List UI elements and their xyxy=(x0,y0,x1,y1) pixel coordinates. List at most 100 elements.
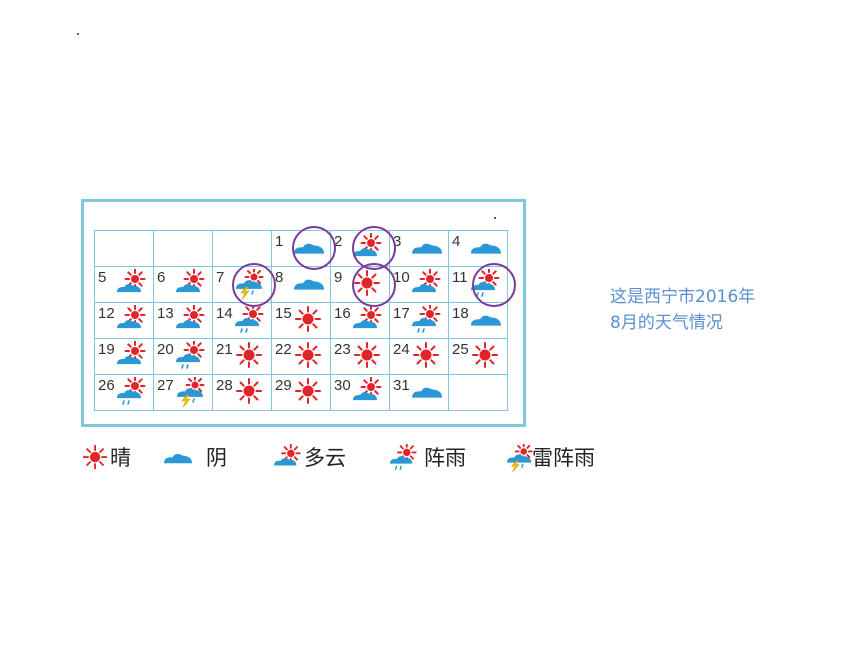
calendar-empty-cell xyxy=(212,230,272,267)
day-number: 5 xyxy=(98,269,107,286)
calendar-day-cell: 31 xyxy=(389,374,449,411)
day-number: 25 xyxy=(452,341,469,358)
day-number: 21 xyxy=(216,341,233,358)
legend-label: 阴 xyxy=(206,446,227,470)
day-number: 18 xyxy=(452,305,469,322)
thunder-shower-icon xyxy=(177,377,205,407)
partly-cloudy-icon xyxy=(412,269,441,293)
partly-cloudy-icon xyxy=(353,305,382,329)
thunder-shower-icon xyxy=(236,269,264,299)
sun-icon xyxy=(295,306,321,332)
day-number: 7 xyxy=(216,269,225,286)
day-number: 3 xyxy=(393,233,402,250)
calendar-day-cell: 4 xyxy=(448,230,508,267)
day-number: 12 xyxy=(98,305,115,322)
day-number: 6 xyxy=(157,269,166,286)
day-number: 31 xyxy=(393,377,410,394)
calendar-day-cell: 1 xyxy=(271,230,331,267)
calendar-day-cell: 19 xyxy=(94,338,154,375)
partly-cloudy-icon xyxy=(117,269,146,293)
calendar-day-cell: 7 xyxy=(212,266,272,303)
calendar-empty-cell xyxy=(94,230,154,267)
calendar-day-cell: 28 xyxy=(212,374,272,411)
partly-cloudy-icon xyxy=(353,233,382,257)
caption: 这是西宁市2016年 8月的天气情况 xyxy=(610,284,810,336)
sun-icon xyxy=(354,270,380,296)
day-number: 29 xyxy=(275,377,292,394)
day-number: 8 xyxy=(275,269,284,286)
cloud-icon xyxy=(471,315,501,326)
calendar-day-cell: 3 xyxy=(389,230,449,267)
day-number: 23 xyxy=(334,341,351,358)
calendar-day-cell: 20 xyxy=(153,338,213,375)
calendar-day-cell: 18 xyxy=(448,302,508,339)
day-number: 28 xyxy=(216,377,233,394)
calendar-day-cell: 14 xyxy=(212,302,272,339)
sun-icon xyxy=(295,378,321,404)
sun-icon xyxy=(413,342,439,368)
calendar-day-cell: 5 xyxy=(94,266,154,303)
day-number: 11 xyxy=(452,269,468,286)
cloud-icon xyxy=(412,387,442,398)
calendar-day-cell: 6 xyxy=(153,266,213,303)
day-number: 19 xyxy=(98,341,115,358)
legend-label: 晴 xyxy=(110,446,131,470)
sun-icon xyxy=(295,342,321,368)
calendar-day-cell: 17 xyxy=(389,302,449,339)
partly-cloudy-icon xyxy=(176,269,205,293)
calendar-day-cell: 27 xyxy=(153,374,213,411)
day-number: 4 xyxy=(452,233,461,250)
caption-line: 这是西宁市2016年 xyxy=(610,287,756,307)
legend-label: 多云 xyxy=(304,446,346,470)
caption-line: 8月的天气情况 xyxy=(610,313,723,333)
partly-cloudy-icon xyxy=(117,341,146,365)
sun-icon xyxy=(354,342,380,368)
day-number: 10 xyxy=(393,269,410,286)
shower-icon xyxy=(471,269,500,297)
day-number: 9 xyxy=(334,269,343,286)
sun-icon xyxy=(472,342,498,368)
cloud-icon xyxy=(471,243,501,254)
partly-cloudy-icon xyxy=(176,305,205,329)
partly-cloudy-icon xyxy=(353,377,382,401)
calendar-week-row: 5 6 7 8 9 10 11 xyxy=(94,266,508,303)
day-number: 30 xyxy=(334,377,351,394)
calendar-day-cell: 12 xyxy=(94,302,154,339)
calendar-day-cell: 21 xyxy=(212,338,272,375)
stray-dot xyxy=(494,217,496,219)
day-number: 14 xyxy=(216,305,233,322)
day-number: 22 xyxy=(275,341,292,358)
shower-icon xyxy=(235,305,264,333)
calendar-day-cell: 9 xyxy=(330,266,390,303)
calendar-day-cell: 11 xyxy=(448,266,508,303)
day-number: 1 xyxy=(275,233,284,250)
sun-icon xyxy=(236,342,262,368)
legend-label: 阵雨 xyxy=(424,446,466,470)
calendar-day-cell: 15 xyxy=(271,302,331,339)
calendar-day-cell: 13 xyxy=(153,302,213,339)
day-number: 17 xyxy=(393,305,410,322)
calendar-empty-cell xyxy=(153,230,213,267)
calendar-day-cell: 8 xyxy=(271,266,331,303)
day-number: 24 xyxy=(393,341,410,358)
day-number: 2 xyxy=(334,233,343,250)
shower-icon xyxy=(176,341,205,369)
calendar-empty-cell xyxy=(448,374,508,411)
partly-cloudy-icon xyxy=(117,305,146,329)
cloud-icon xyxy=(412,243,442,254)
shower-icon xyxy=(117,377,146,405)
cloud-icon xyxy=(294,279,324,290)
calendar-week-row: 12 13 14 15 16 17 18 xyxy=(94,302,508,339)
day-number: 16 xyxy=(334,305,351,322)
day-number: 13 xyxy=(157,305,174,322)
calendar-day-cell: 30 xyxy=(330,374,390,411)
stray-dot xyxy=(77,33,79,35)
calendar-day-cell: 26 xyxy=(94,374,154,411)
legend-label: 雷阵雨 xyxy=(532,446,595,470)
shower-icon xyxy=(412,305,441,333)
day-number: 15 xyxy=(275,305,292,322)
